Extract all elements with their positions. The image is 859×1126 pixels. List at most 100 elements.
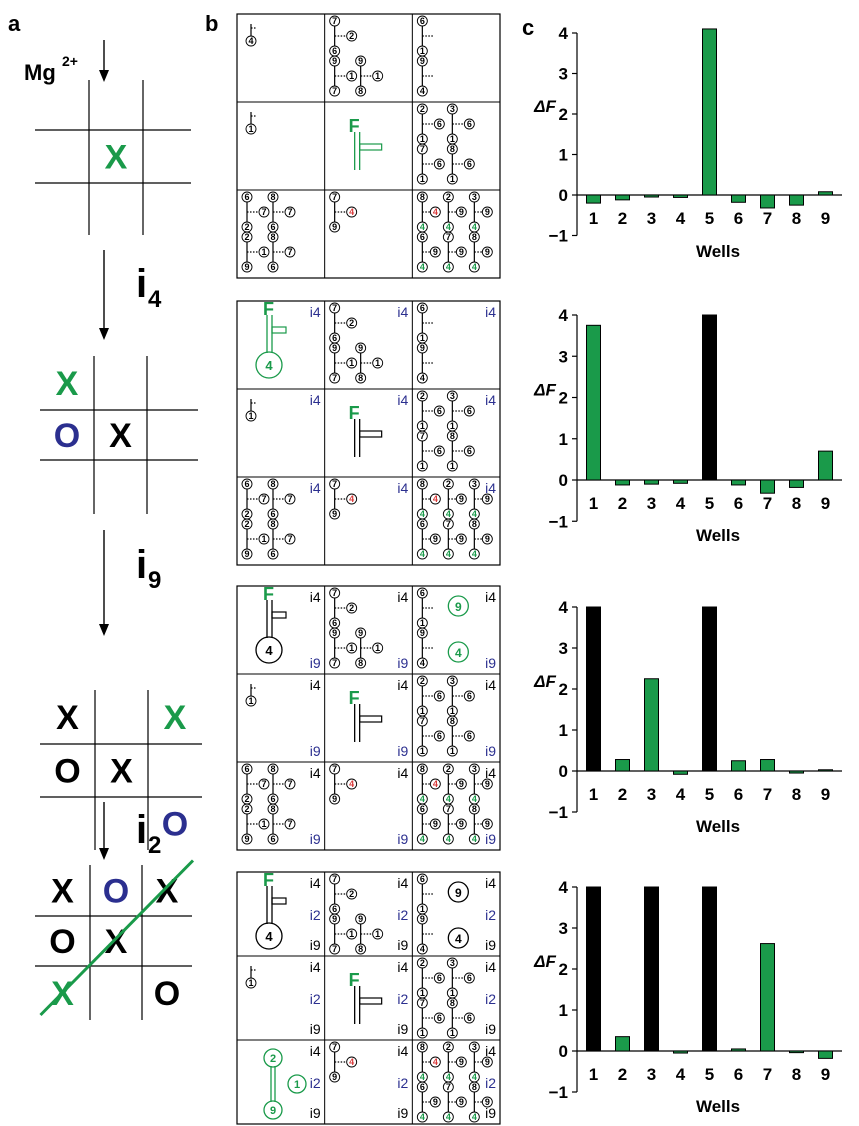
node-label: 9 [485, 494, 490, 504]
node-circle [429, 246, 441, 258]
node-label: 6 [332, 46, 337, 56]
node-label: 2 [244, 222, 249, 232]
bar-well-5 [702, 886, 717, 1052]
input-tag: i4 [310, 959, 321, 975]
node-circle [372, 642, 384, 654]
y-tick-label: 4 [559, 598, 569, 617]
node-circle [433, 445, 445, 457]
input-tag: i2 [310, 991, 321, 1007]
board-mark: X [51, 873, 74, 911]
node-label: 1 [349, 929, 354, 939]
bar-well-2 [615, 1036, 630, 1052]
node-label: 1 [261, 534, 266, 544]
node-circle [416, 390, 428, 402]
y-tick-label: 3 [559, 639, 568, 658]
input-tag: i2 [397, 1075, 408, 1091]
node-circle [455, 818, 467, 830]
node-label: 1 [261, 819, 266, 829]
node-label: 7 [420, 431, 425, 441]
node-label: 1 [248, 124, 253, 134]
x-tick-label: 9 [821, 209, 830, 228]
node-label: 9 [332, 1072, 337, 1082]
node-circle [241, 261, 253, 273]
bar-well-9 [818, 191, 833, 196]
node-label: 1 [420, 706, 425, 716]
node-label: 4 [472, 509, 477, 519]
node-label: 7 [287, 534, 292, 544]
y-tick-label: 3 [559, 65, 568, 84]
step-label-0: i [136, 262, 147, 306]
node-label: 1 [420, 46, 425, 56]
node-label: 9 [332, 914, 337, 924]
node-label: 9 [459, 1097, 464, 1107]
input-tag: i4 [310, 480, 321, 496]
well-loop-label: 4 [265, 643, 273, 658]
node-label: 3 [450, 676, 455, 686]
input-tag: i9 [485, 1021, 496, 1037]
node-label: 6 [420, 1082, 425, 1092]
node-label: 1 [420, 618, 425, 628]
fluorophore-label: F [263, 584, 274, 604]
well-loop [255, 922, 283, 950]
node-circle [416, 803, 428, 815]
node-circle [355, 913, 367, 925]
node-circle [245, 123, 257, 135]
input-tag: i2 [485, 991, 496, 1007]
node-label: 6 [467, 446, 472, 456]
y-tick-label: −1 [549, 1083, 568, 1102]
node-circle [346, 493, 358, 505]
node-circle [284, 778, 296, 790]
input-tag: i4 [397, 589, 408, 605]
node-label: 1 [420, 134, 425, 144]
node-label: 4 [433, 207, 438, 217]
well-loop [263, 1048, 283, 1068]
bar-well-6 [731, 194, 746, 203]
well-loop-label: 1 [294, 1079, 300, 1091]
node-label: 2 [244, 804, 249, 814]
well-stem [359, 715, 383, 723]
node-label: 4 [446, 509, 451, 519]
node-circle [463, 730, 475, 742]
input-tag: i2 [397, 907, 408, 923]
node-circle [455, 1096, 467, 1108]
node-circle [463, 158, 475, 170]
node-label: 6 [437, 731, 442, 741]
node-circle [241, 833, 253, 845]
node-label: 8 [472, 1082, 477, 1092]
board-mark: O [54, 417, 80, 455]
node-circle [245, 977, 257, 989]
node-label: 1 [420, 746, 425, 756]
node-label: 6 [467, 159, 472, 169]
node-label: 7 [420, 716, 425, 726]
node-label: 6 [437, 1013, 442, 1023]
node-circle [416, 833, 428, 845]
node-circle [433, 730, 445, 742]
node-circle [442, 1111, 454, 1123]
well-stem [271, 326, 287, 334]
node-label: 1 [420, 1028, 425, 1038]
input-tag: i4 [485, 765, 496, 781]
node-circle [267, 763, 279, 775]
node-circle [245, 695, 257, 707]
node-circle [429, 778, 441, 790]
node-label: 8 [358, 658, 363, 668]
board-mark: X [56, 699, 79, 737]
node-label: 1 [420, 988, 425, 998]
node-circle [468, 803, 480, 815]
node-circle [329, 1041, 341, 1053]
node-circle [329, 15, 341, 27]
node-label: 9 [244, 834, 249, 844]
node-label: 4 [420, 658, 425, 668]
node-label: 8 [270, 479, 275, 489]
step-label-2: i [136, 808, 147, 852]
node-label: 4 [446, 262, 451, 272]
node-label: 4 [446, 549, 451, 559]
well-stem [359, 997, 383, 1005]
node-circle [241, 231, 253, 243]
node-circle [241, 548, 253, 560]
node-label: 7 [287, 494, 292, 504]
node-label: 2 [244, 519, 249, 529]
x-tick-label: 7 [763, 785, 772, 804]
node-circle [416, 873, 428, 885]
